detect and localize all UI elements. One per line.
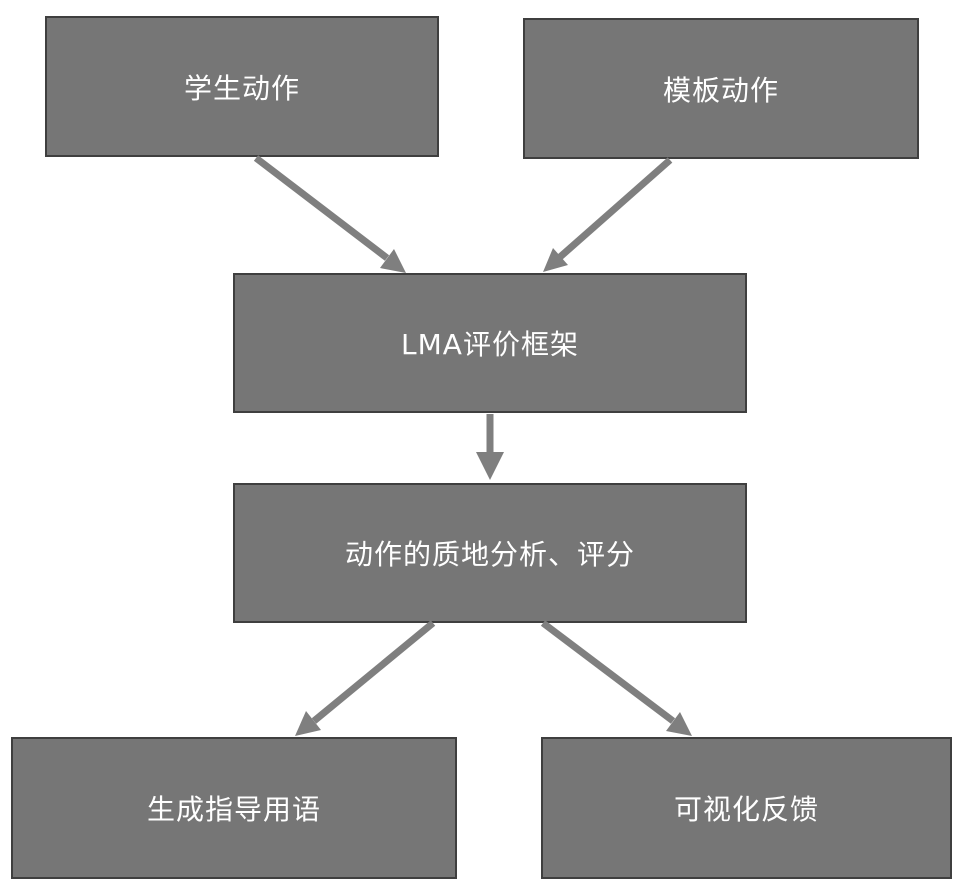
quality-analysis-box: 动作的质地分析、评分 xyxy=(233,483,747,623)
guidance-language-box: 生成指导用语 xyxy=(11,737,457,879)
template-action-label: 模板动作 xyxy=(662,73,779,107)
visual-feedback-box: 可视化反馈 xyxy=(541,737,952,879)
arrow-analysis-to-guidance xyxy=(295,620,436,736)
student-action-box: 学生动作 xyxy=(45,16,439,157)
arrow-student-to-lma xyxy=(253,155,406,273)
student-action-label: 学生动作 xyxy=(183,71,300,105)
guidance-language-label: 生成指导用语 xyxy=(146,793,321,826)
lma-framework-label: LMA评价框架 xyxy=(401,328,579,361)
lma-framework-box: LMA评价框架 xyxy=(233,273,747,413)
visual-feedback-label: 可视化反馈 xyxy=(673,793,819,826)
arrow-analysis-to-visual xyxy=(540,620,692,736)
template-action-box: 模板动作 xyxy=(523,18,919,159)
arrow-lma-to-analysis xyxy=(476,414,504,480)
arrow-template-to-lma xyxy=(543,157,673,272)
quality-analysis-label: 动作的质地分析、评分 xyxy=(344,538,635,571)
